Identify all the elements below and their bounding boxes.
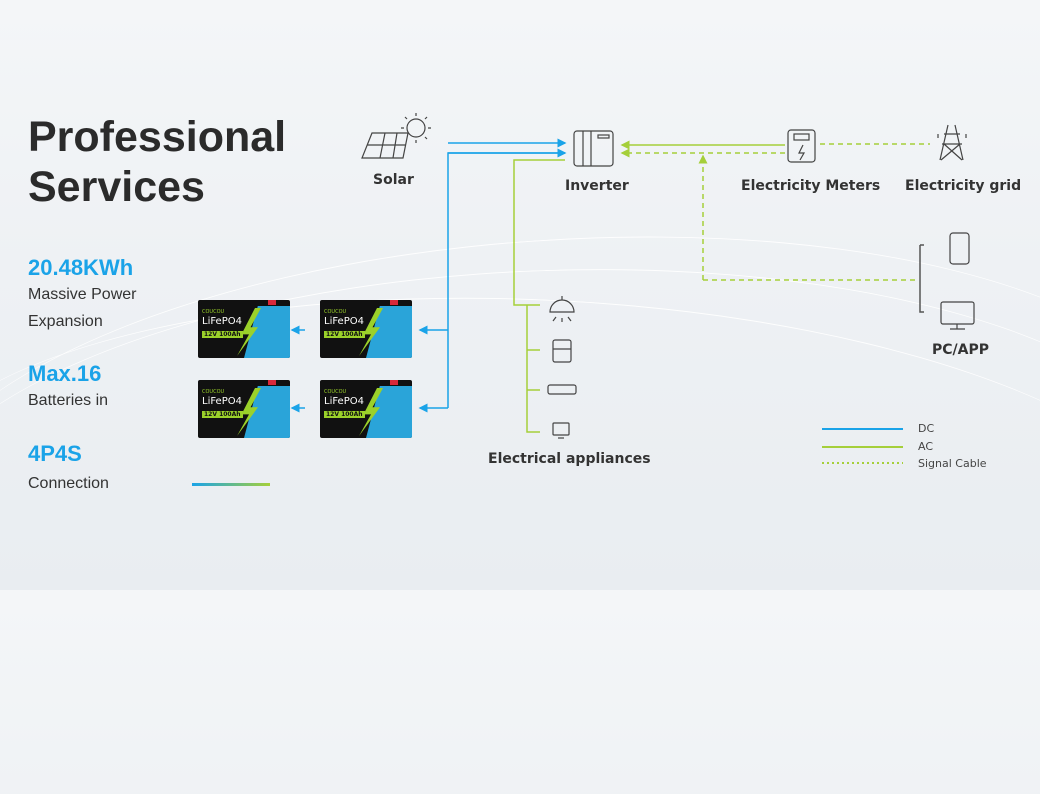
label-inverter: Inverter [565,178,629,194]
air-conditioner-icon [547,384,577,395]
stat-connection: 4P4S Connection [28,441,109,492]
electricity-meter-icon [787,129,816,163]
label-pc-app: PC/APP [932,342,990,358]
stat-capacity: 20.48KWh Massive Power Expansion [28,255,137,330]
monitor-icon [940,301,975,330]
stat-batteries: Max.16 Batteries in [28,361,109,409]
solar-panel-icon [361,113,431,159]
label-grid: Electricity grid [905,178,1022,194]
ac-wires [513,140,785,433]
refrigerator-icon [552,339,572,363]
power-tower-icon [937,124,967,161]
legend-dc: DC [918,422,935,435]
legend-signal: Signal Cable [918,457,987,470]
dc-wires [290,138,567,413]
wiring-diagram [290,113,975,464]
tv-icon [552,422,570,439]
inverter-icon [573,130,614,167]
accent-line [192,483,270,486]
ceiling-lamp-icon [549,296,575,322]
label-solar: Solar [373,172,414,188]
signal-wires [620,143,930,281]
legend-ac: AC [918,440,934,453]
phone-icon [949,232,970,265]
label-appliances: Electrical appliances [488,451,651,467]
device-bracket [919,244,924,313]
label-meter: Electricity Meters [741,178,881,194]
legend-lines [822,428,903,464]
